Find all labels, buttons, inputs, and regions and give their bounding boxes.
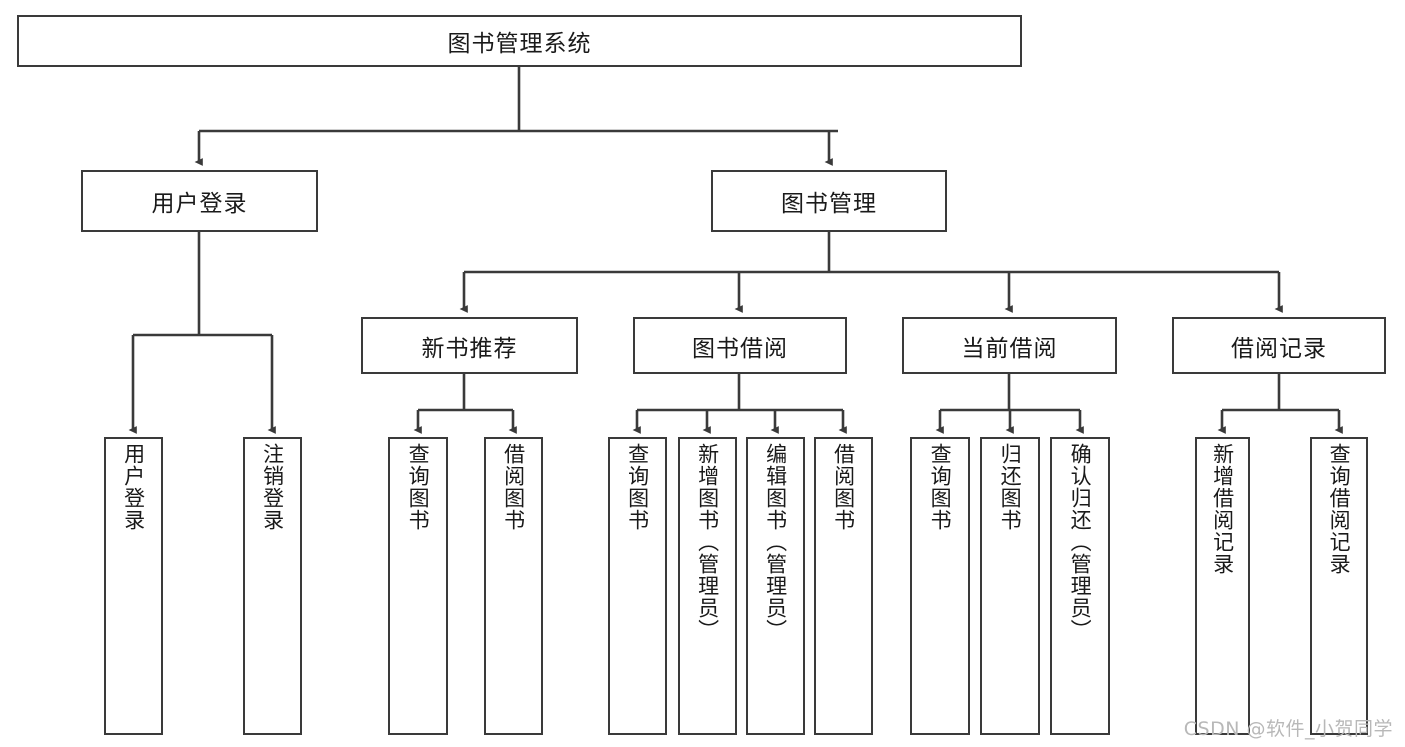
node-label: 图书借阅 [692,335,788,362]
node-label: 查询图书 [625,443,650,531]
node-user-login[interactable]: 用户登录 [81,170,318,232]
node-label: 新增借阅记录 [1210,443,1235,575]
node-label: 确认归还（管理员） [1068,443,1093,641]
node-label: 归还图书 [998,443,1023,531]
node-label: 借阅记录 [1231,335,1327,362]
node-label: 借阅图书 [831,443,856,531]
node-label: 图书管理 [781,191,877,217]
node-label: 编辑图书（管理员） [763,443,788,641]
leaf-borrow-borrow-book[interactable]: 借阅图书 [814,437,873,735]
leaf-current-confirm-return[interactable]: 确认归还（管理员） [1050,437,1110,735]
node-label: 用户登录 [121,443,146,531]
leaf-record-add[interactable]: 新增借阅记录 [1195,437,1250,735]
leaf-new-book-query[interactable]: 查询图书 [388,437,448,735]
node-book-management[interactable]: 图书管理 [711,170,947,232]
node-label: 查询借阅记录 [1327,443,1352,575]
node-new-book-recommend[interactable]: 新书推荐 [361,317,578,374]
node-root-system[interactable]: 图书管理系统 [17,15,1022,67]
node-book-borrow[interactable]: 图书借阅 [633,317,847,374]
node-label: 图书管理系统 [447,31,592,57]
node-current-borrow[interactable]: 当前借阅 [902,317,1117,374]
leaf-borrow-edit-book[interactable]: 编辑图书（管理员） [746,437,805,735]
leaf-user-login-logout[interactable]: 注销登录 [243,437,302,735]
leaf-user-login-login[interactable]: 用户登录 [104,437,163,735]
csdn-watermark: CSDN @软件_小贺同学 [1183,718,1393,740]
leaf-new-book-borrow[interactable]: 借阅图书 [484,437,543,735]
node-label: 当前借阅 [961,335,1058,362]
leaf-record-query[interactable]: 查询借阅记录 [1310,437,1368,735]
node-label: 注销登录 [260,443,285,531]
leaf-current-query-book[interactable]: 查询图书 [910,437,970,735]
node-label: 借阅图书 [501,443,526,531]
leaf-borrow-query-book[interactable]: 查询图书 [608,437,667,735]
node-label: 新书推荐 [421,335,518,362]
node-label: 查询图书 [406,443,431,531]
leaf-current-return-book[interactable]: 归还图书 [980,437,1040,735]
node-label: 用户登录 [151,191,248,217]
node-label: 查询图书 [928,443,953,531]
node-label: 新增图书（管理员） [695,443,720,641]
node-borrow-record[interactable]: 借阅记录 [1172,317,1386,374]
leaf-borrow-add-book[interactable]: 新增图书（管理员） [678,437,737,735]
